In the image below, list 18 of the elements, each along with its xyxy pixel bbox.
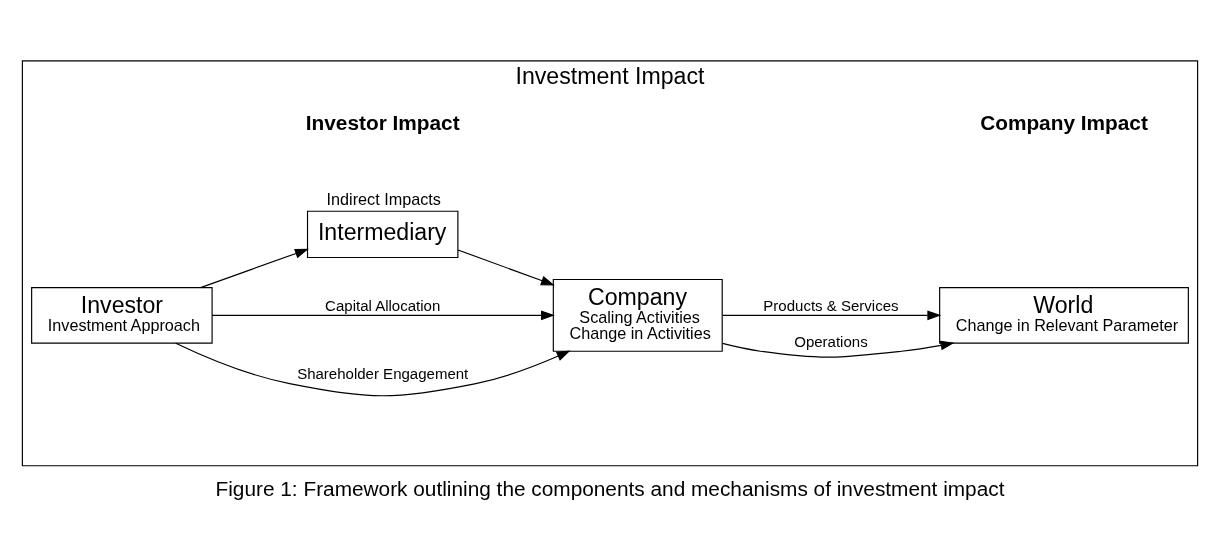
node-box: Investor Investment Approach bbox=[31, 286, 213, 344]
edge-label: Products & Services bbox=[763, 296, 899, 314]
edge-label: Capital Allocation bbox=[325, 296, 441, 314]
edge-label: Shareholder Engagement bbox=[297, 364, 469, 382]
edge-label: Operations bbox=[794, 332, 868, 350]
arrow bbox=[722, 310, 942, 320]
arrow bbox=[211, 310, 555, 320]
node-label: Indirect Impacts bbox=[326, 189, 441, 208]
arrow bbox=[457, 248, 555, 285]
arrow bbox=[175, 342, 571, 396]
node-box: Company Scaling Activities Change in Activities bbox=[552, 278, 723, 352]
caption: Figure 1: Framework outlining the components and mechanisms of investment impact bbox=[215, 476, 1005, 500]
arrow bbox=[721, 340, 955, 358]
node-box: Intermediary bbox=[306, 210, 459, 258]
label: Investor Impact bbox=[305, 110, 460, 134]
label: Company Impact bbox=[980, 110, 1148, 134]
arrow bbox=[200, 248, 309, 288]
node-box: World Change in Relevant Parameter bbox=[939, 286, 1189, 344]
